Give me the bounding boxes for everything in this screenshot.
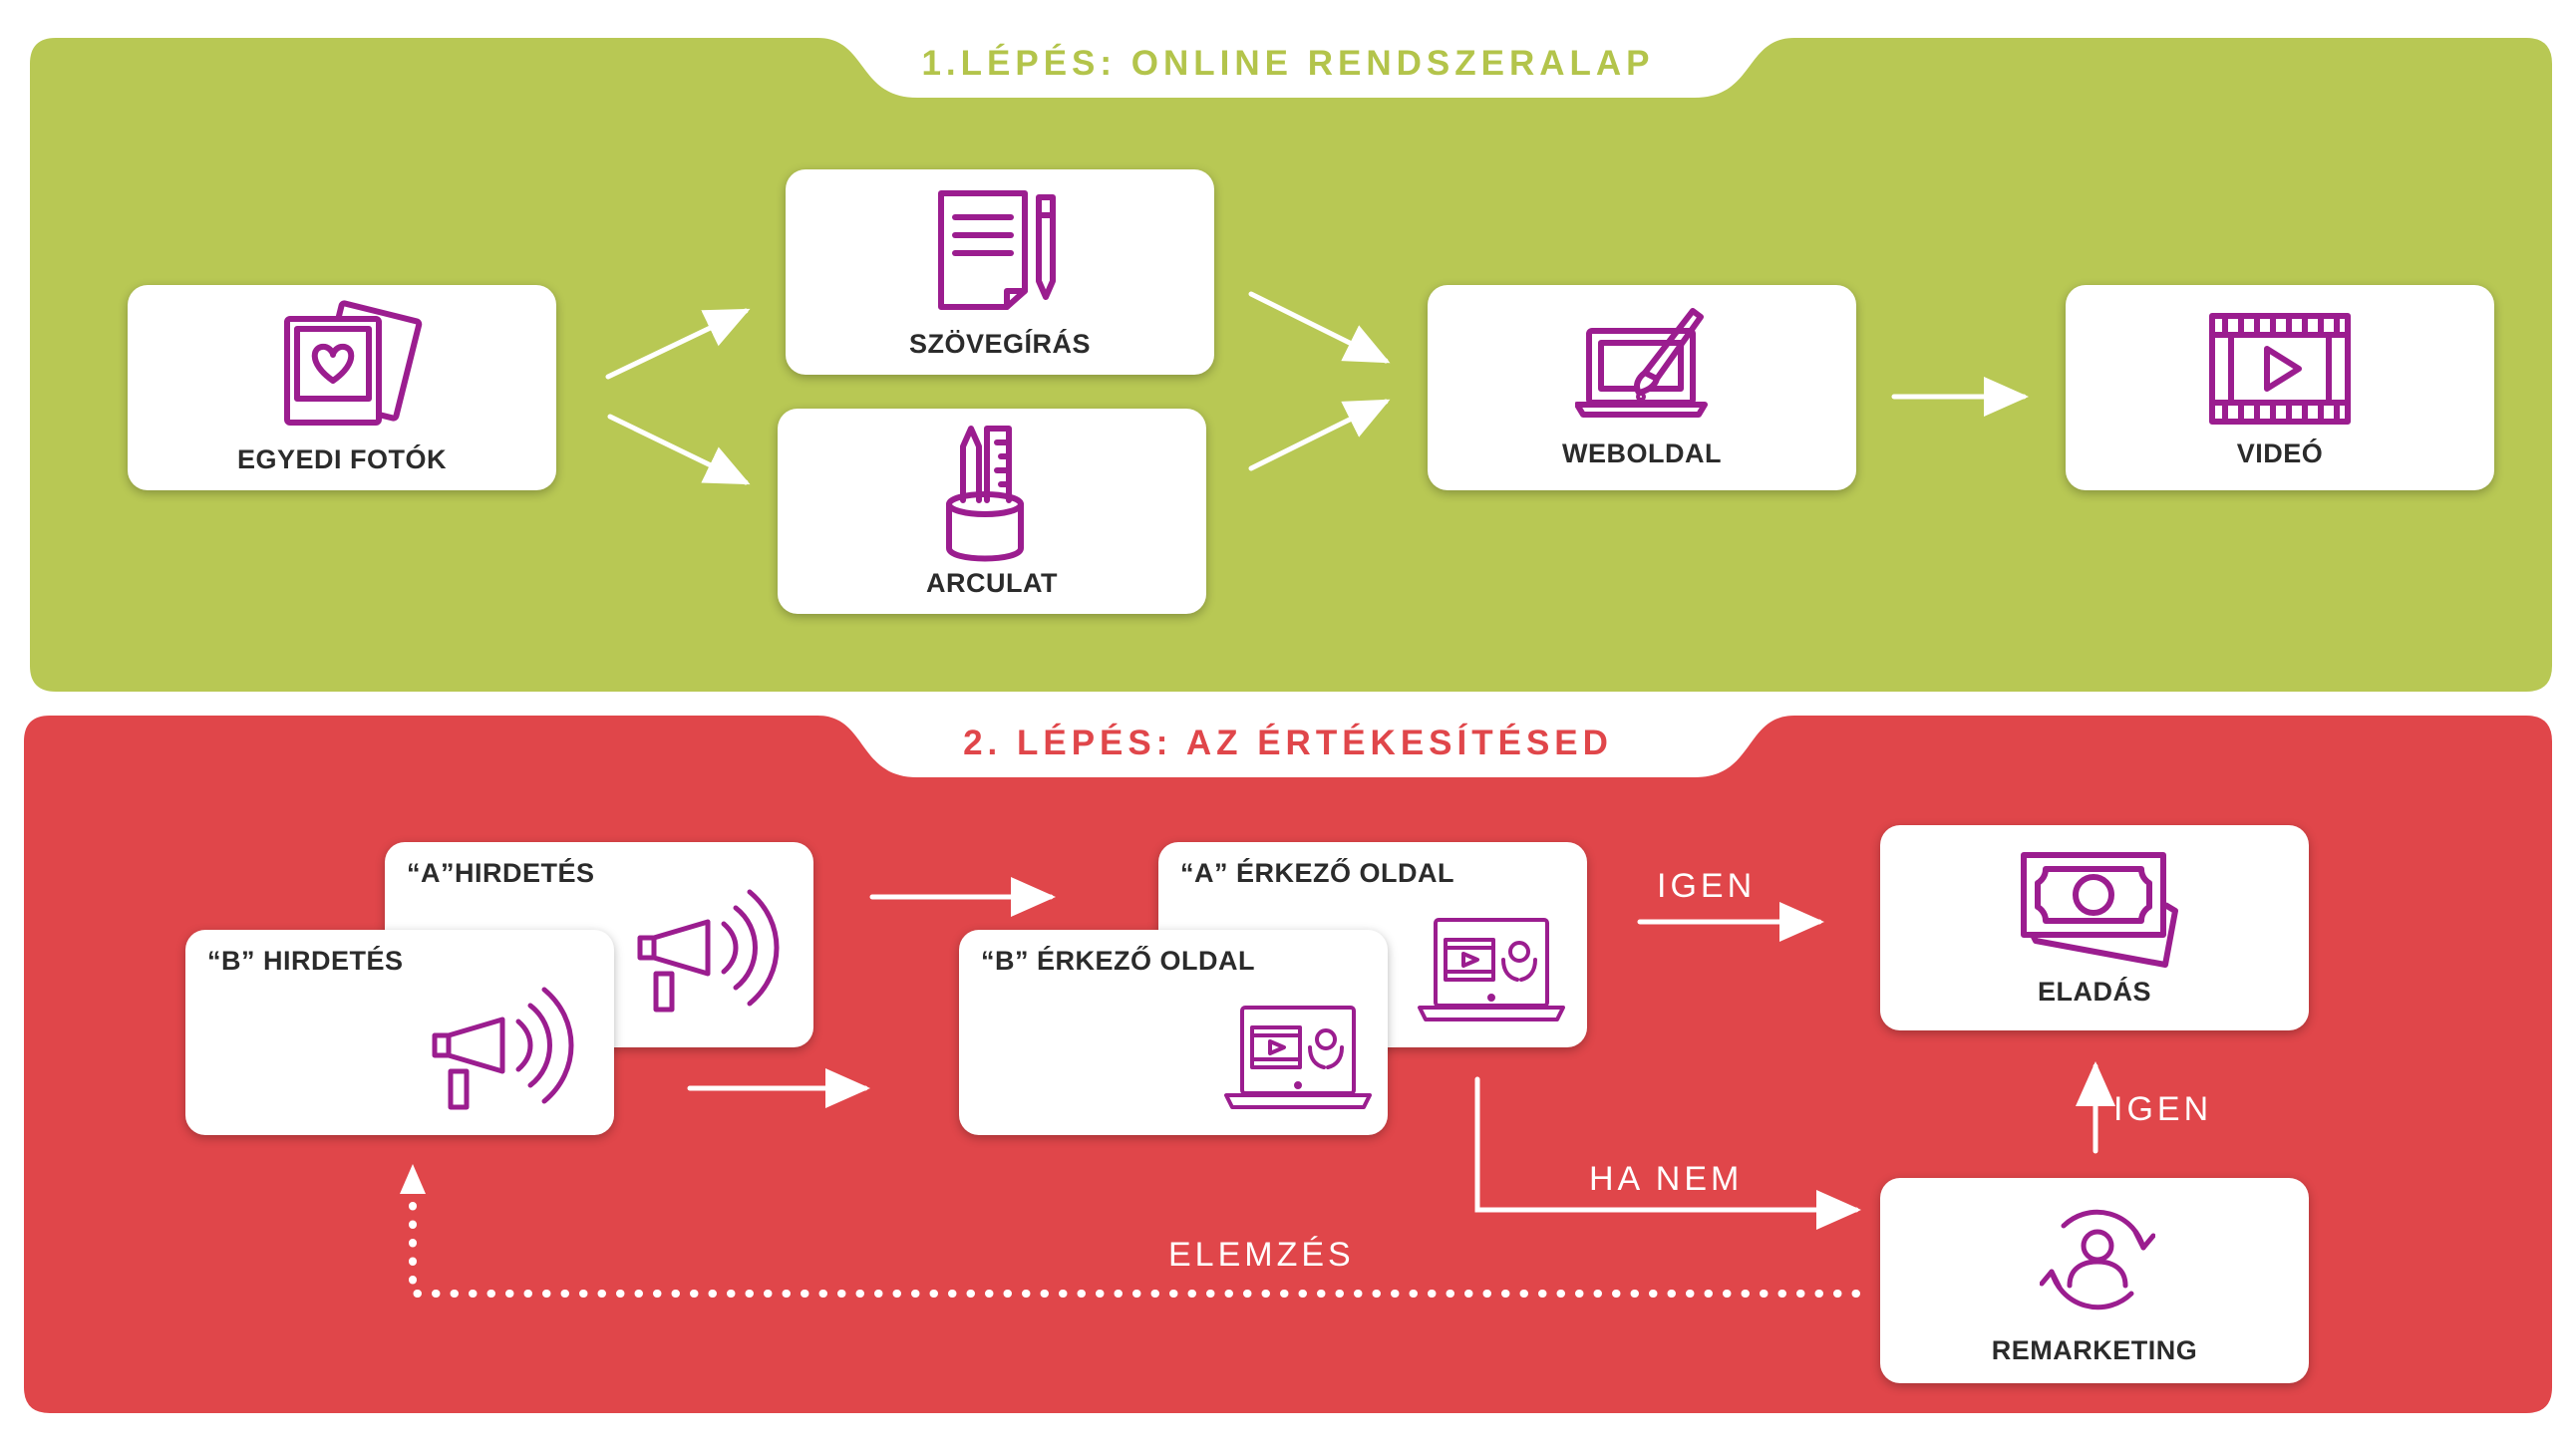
laptop-video-icon [1418,918,1565,1021]
film-play-icon [2209,313,2351,425]
flow-label-ha-nem: HA NEM [1589,1160,1744,1198]
card-arculat: ARCULAT [778,409,1206,614]
card-weboldal: WEBOLDAL [1428,285,1856,490]
pencil-cup-icon [946,426,1024,562]
card-eladas: ELADÁS [1880,825,2309,1030]
arrow-arculat-web [1248,399,1391,471]
document-pen-icon [938,190,1056,310]
flow-label-igen-top: IGEN [1657,867,1757,905]
card-label: ARCULAT [926,568,1058,598]
flow-label-igen-side: IGEN [2113,1090,2213,1128]
laptop-video-icon [1224,1006,1372,1109]
card-label: WEBOLDAL [1562,438,1722,468]
arrow-fotok-szoveg [605,308,751,380]
card-b-erkezo-oldal: “B” ÉRKEZŐ OLDAL [959,930,1388,1135]
megaphone-icon [637,889,780,1013]
card-remarketing: REMARKETING [1880,1178,2309,1383]
card-label: REMARKETING [1991,1335,2198,1365]
flow-label-elemzes: ELEMZÉS [1168,1236,1355,1274]
card-egyedi-fotok: EGYEDI FOTÓK [128,285,556,490]
card-label: VIDEÓ [2236,438,2324,468]
arrow-ha-nem [1474,1076,1861,1230]
card-video: VIDEÓ [2066,285,2494,490]
megaphone-icon [432,987,574,1110]
card-b-hirdetes: “B” HIRDETÉS [185,930,614,1135]
laptop-brush-icon [1575,308,1708,418]
card-szovegiras: SZÖVEGÍRÁS [786,169,1214,375]
step1-title: 1.LÉPÉS: ONLINE RENDSZERALAP [921,44,1655,83]
step2-title: 2. LÉPÉS: AZ ÉRTÉKESÍTÉSED [963,724,1613,762]
user-cycle-icon [2040,1209,2155,1310]
card-label: ELADÁS [2037,977,2151,1007]
card-label: EGYEDI FOTÓK [236,444,448,474]
card-label: “B” HIRDETÉS [207,946,404,976]
photo-heart-icon [284,300,423,426]
card-label: “B” ÉRKEZŐ OLDAL [981,946,1255,976]
arrow-fotok-arculat [607,414,751,485]
money-icon [2021,852,2178,968]
card-label: “A” ÉRKEZŐ OLDAL [1180,858,1454,888]
dotted-loop-elemzes [409,1187,1860,1298]
dotted-loop-arrowhead [400,1164,426,1194]
card-label: SZÖVEGÍRÁS [908,329,1092,359]
card-label: “A”HIRDETÉS [407,858,595,888]
step1-panel [30,38,2552,692]
arrow-szoveg-web [1248,291,1391,364]
